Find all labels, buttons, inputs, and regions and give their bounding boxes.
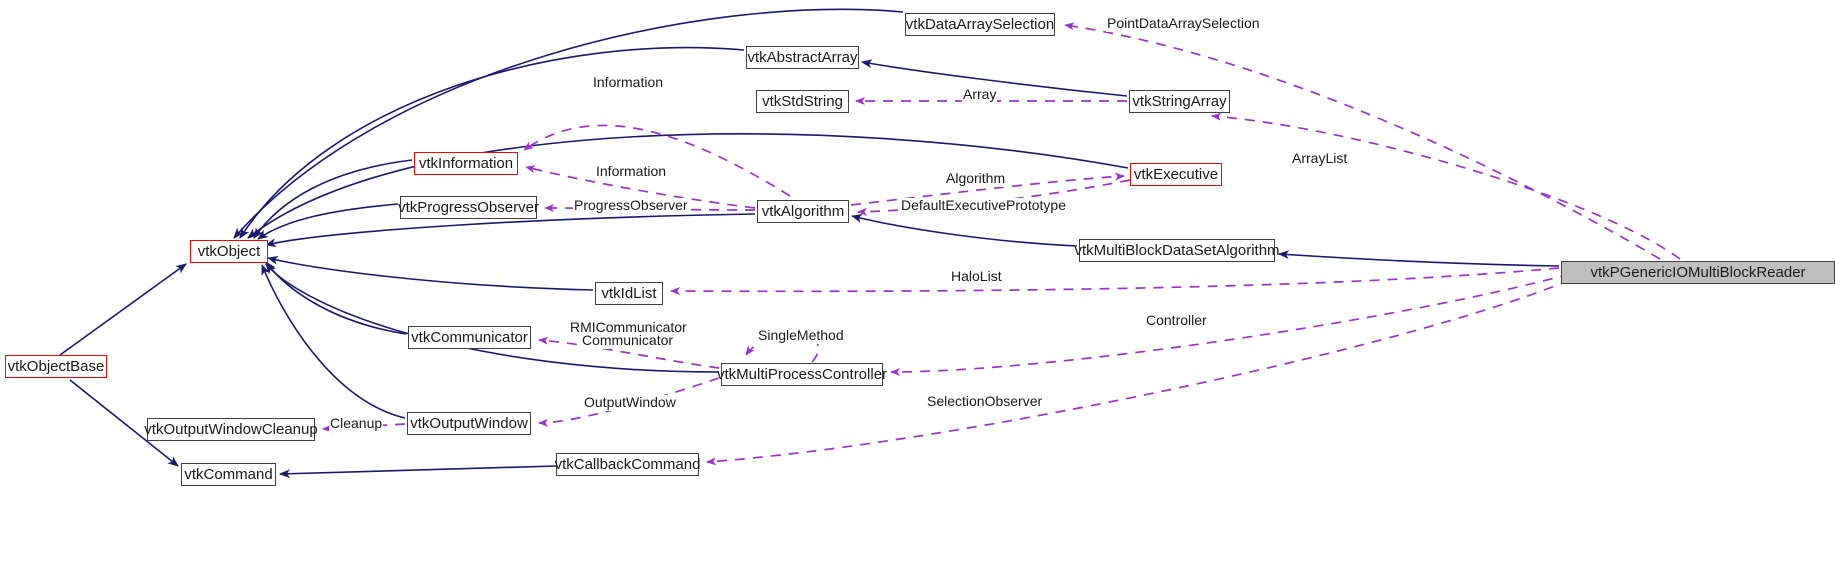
edge-label-output-window: OutputWindow xyxy=(583,394,677,411)
edge-use-controller xyxy=(890,273,1571,376)
node-label: vtkObject xyxy=(197,243,261,260)
edge-use-communicator xyxy=(538,336,720,369)
node-label: vtkInformation xyxy=(418,155,514,172)
edge-object-idlist xyxy=(267,255,594,291)
node-label: vtkCommunicator xyxy=(411,329,528,346)
node-vtkAbstractArray[interactable]: vtkAbstractArray xyxy=(746,46,859,69)
node-label: vtkProgressObserver xyxy=(398,199,539,216)
edge-label-information-mid: Information xyxy=(595,163,668,180)
node-vtkMultiProcessController[interactable]: vtkMultiProcessController xyxy=(717,363,887,386)
node-vtkStringArray[interactable]: vtkStringArray xyxy=(1129,90,1230,113)
node-label: vtkCommand xyxy=(184,466,273,483)
edge-abstractarray-stringarray xyxy=(861,59,1128,97)
node-vtkCallbackCommand[interactable]: vtkCallbackCommand xyxy=(554,453,701,476)
node-label: vtkPGenericIOMultiBlockReader xyxy=(1590,264,1806,281)
node-label: vtkAlgorithm xyxy=(761,203,845,220)
edge-use-halolist xyxy=(670,267,1560,296)
node-vtkAlgorithm[interactable]: vtkAlgorithm xyxy=(757,200,849,223)
edge-object-communicator xyxy=(265,261,407,335)
edge-label-halo-list: HaloList xyxy=(950,268,1003,285)
node-vtkIdList[interactable]: vtkIdList xyxy=(595,282,663,305)
edge-object-outputwindow xyxy=(261,264,406,419)
node-vtkPGenericIOMultiBlockReader[interactable]: vtkPGenericIOMultiBlockReader xyxy=(1561,261,1835,284)
node-label: vtkMultiProcessController xyxy=(716,366,888,383)
edge-label-cleanup: Cleanup xyxy=(329,415,384,432)
node-label: vtkCallbackCommand xyxy=(554,456,701,473)
node-label: vtkIdList xyxy=(601,285,657,302)
edge-use-algorithm xyxy=(850,172,1125,206)
edge-label-selection-observer: SelectionObserver xyxy=(926,393,1044,410)
edge-object-dataarrayselection xyxy=(233,8,904,239)
edge-label-algorithm: Algorithm xyxy=(945,170,1007,187)
node-vtkMultiBlockDataSetAlgorithm[interactable]: vtkMultiBlockDataSetAlgorithm xyxy=(1074,239,1280,262)
node-label: vtkOutputWindowCleanup xyxy=(144,421,318,438)
inheritance-edges xyxy=(59,8,1560,479)
node-vtkInformation[interactable]: vtkInformation xyxy=(414,152,518,175)
node-vtkObject[interactable]: vtkObject xyxy=(190,240,268,263)
node-vtkProgressObserver[interactable]: vtkProgressObserver xyxy=(398,196,539,219)
edge-object-information xyxy=(253,159,413,239)
edge-label-communicator: Communicator xyxy=(581,332,675,349)
edge-label-rmi-communicator: RMICommunicator xyxy=(569,319,688,336)
edge-algorithm-multiblockdatasetalgorithm xyxy=(851,214,1078,247)
node-label: vtkStdString xyxy=(762,93,843,110)
edge-label-single-method: SingleMethod xyxy=(757,327,845,344)
edge-label-information-top: Information xyxy=(592,74,665,91)
edge-label-array-list: ArrayList xyxy=(1291,150,1349,167)
node-label: vtkExecutive xyxy=(1133,166,1219,183)
edge-object-algorithm xyxy=(265,213,756,248)
edge-objectbase-object xyxy=(59,263,187,356)
edge-object-abstractarray xyxy=(239,46,745,239)
node-vtkCommand[interactable]: vtkCommand xyxy=(181,463,276,486)
edge-object-progressobserver xyxy=(257,203,399,240)
edge-label-progress-observer: ProgressObserver xyxy=(573,197,689,214)
edge-label-controller: Controller xyxy=(1145,312,1208,329)
edge-object-multiprocesscontroller xyxy=(265,263,720,373)
node-vtkDataArraySelection[interactable]: vtkDataArraySelection xyxy=(905,13,1055,36)
edge-label-point-data-array-selection: PointDataArraySelection xyxy=(1106,15,1261,32)
edge-objectbase-command xyxy=(69,379,179,467)
edge-use-outputwindow xyxy=(538,377,720,427)
node-vtkObjectBase[interactable]: vtkObjectBase xyxy=(5,355,107,378)
edge-multiblockdatasetalgorithm-reader xyxy=(1278,250,1560,267)
edge-use-selectionobserver xyxy=(706,279,1571,466)
node-vtkCommunicator[interactable]: vtkCommunicator xyxy=(408,326,531,349)
edge-use-pointdataarrayselection xyxy=(1064,22,1661,260)
node-vtkOutputWindow[interactable]: vtkOutputWindow xyxy=(407,412,531,435)
edge-use-arraylist xyxy=(1211,112,1681,260)
edge-use-information-top xyxy=(523,124,791,197)
node-label: vtkMultiBlockDataSetAlgorithm xyxy=(1074,242,1280,259)
node-label: vtkDataArraySelection xyxy=(905,16,1055,33)
edge-command-callbackcommand xyxy=(279,465,557,479)
node-vtkOutputWindowCleanup[interactable]: vtkOutputWindowCleanup xyxy=(144,418,318,441)
edge-label-default-executive-prototype: DefaultExecutivePrototype xyxy=(900,197,1067,214)
node-label: vtkObjectBase xyxy=(7,358,105,375)
edge-object-executive xyxy=(247,133,1129,239)
node-vtkExecutive[interactable]: vtkExecutive xyxy=(1130,163,1222,186)
node-label: vtkOutputWindow xyxy=(410,415,528,432)
edge-use-information-mid xyxy=(525,165,756,209)
node-vtkStdString[interactable]: vtkStdString xyxy=(756,90,849,113)
node-label: vtkAbstractArray xyxy=(747,49,858,66)
node-label: vtkStringArray xyxy=(1132,93,1227,110)
edge-label-array: Array xyxy=(962,86,998,103)
